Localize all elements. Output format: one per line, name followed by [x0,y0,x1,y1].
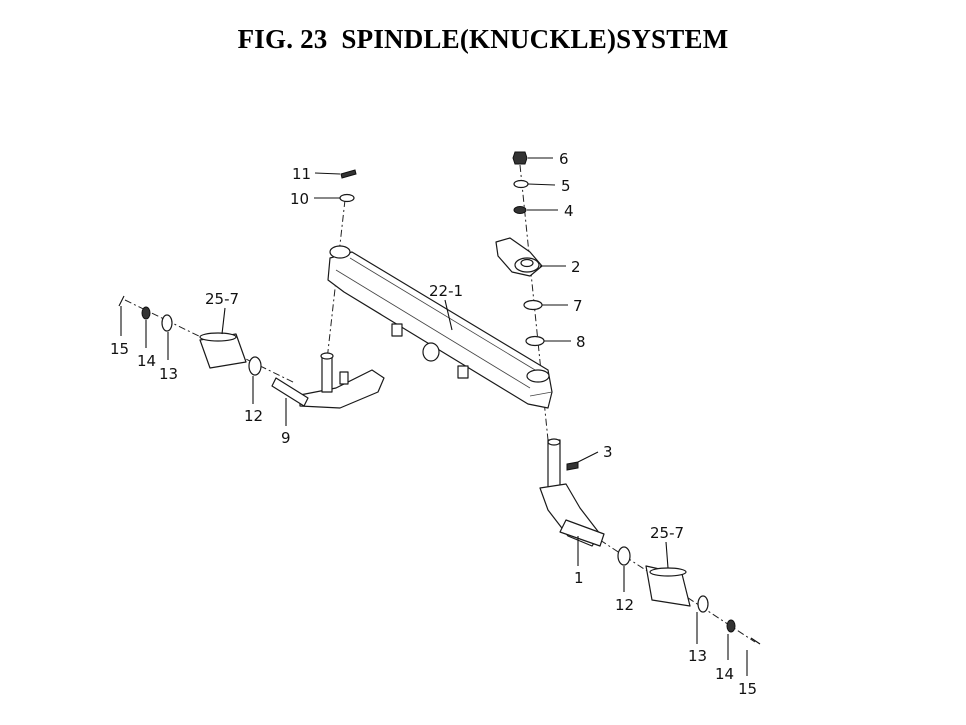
callout-13-left: 13 [159,365,178,383]
callout-9: 9 [281,429,291,447]
callout-15-right: 15 [738,680,757,698]
callout-labels: 11 10 6 5 4 2 7 8 22-1 3 1 12 25-7 13 14… [110,150,757,698]
callout-3: 3 [603,443,613,461]
callout-4: 4 [564,202,574,220]
callout-8: 8 [576,333,586,351]
left-knuckle-assembly [118,169,385,409]
callout-12-right: 12 [615,596,634,614]
callout-12-left: 12 [244,407,263,425]
callout-2: 2 [571,258,581,276]
right-knuckle-assembly [539,438,761,645]
callout-7: 7 [573,297,583,315]
callout-10: 10 [290,190,309,208]
callout-15-left: 15 [110,340,129,358]
figure-title: FIG. 23 SPINDLE(KNUCKLE)SYSTEM [237,24,729,54]
pivot-bracket-stack [495,151,545,347]
callout-25-7-left: 25-7 [205,290,239,308]
callout-14-right: 14 [715,665,734,683]
front-axle-beam [327,245,553,409]
callout-5: 5 [561,177,571,195]
callout-11: 11 [292,165,311,183]
callout-14-left: 14 [137,352,156,370]
callout-1: 1 [574,569,584,587]
callout-22-1: 22-1 [429,282,463,300]
callout-13-right: 13 [688,647,707,665]
callout-leader-lines [120,157,748,676]
callout-25-7-right: 25-7 [650,524,684,542]
callout-6: 6 [559,150,569,168]
